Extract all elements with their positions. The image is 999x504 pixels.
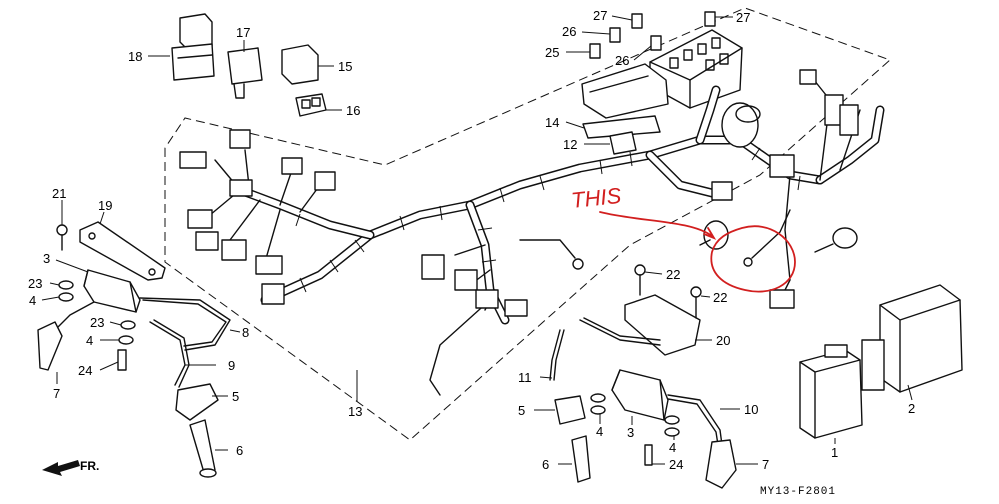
callout-26-top: 26 [562,24,576,39]
coil-bracket-20 [624,294,701,356]
callout-4-right-b: 4 [669,440,676,455]
ignition-coil-left-3 [83,269,141,313]
callout-6-right: 6 [542,457,549,472]
bolt-21 [56,224,68,251]
callout-13: 13 [348,404,362,419]
washers-right [590,393,680,466]
callout-10: 10 [744,402,758,417]
callout-3-left: 3 [43,251,50,266]
control-unit-2 [861,284,963,393]
callout-4-right-a: 4 [596,424,603,439]
relay-18 [171,13,215,81]
diagram-code: MY13-F2801 [760,486,836,498]
callout-23-mid: 23 [90,315,104,330]
plug-cap-left-5 [175,383,219,421]
callout-4-mid: 4 [86,333,93,348]
callout-22-top: 22 [666,267,680,282]
callout-2: 2 [908,401,915,416]
callout-11: 11 [518,370,532,385]
coil-bracket-19 [79,221,166,281]
callout-numbers: 18 17 15 16 27 27 26 26 25 14 12 21 19 3… [28,8,915,472]
harness-sensor-right [814,227,858,253]
ignition-coil-right-3 [611,369,669,421]
callout-5-right: 5 [518,403,525,418]
harness-connectors-right [711,69,859,309]
high-tension-cord-right-10 [667,394,723,446]
fuse-cover-14 [582,115,661,139]
callout-7-left: 7 [53,386,60,401]
callout-6-left: 6 [236,443,243,458]
callout-14: 14 [545,115,559,130]
fuse-box-tray [581,63,669,119]
annotation-this: THIS [570,183,796,293]
harness-ring-terminal [743,209,791,267]
bolts-22 [634,264,702,319]
callout-7-right: 7 [762,457,769,472]
callout-3-right: 3 [627,425,634,440]
relay-17 [227,47,263,99]
callout-17: 17 [236,25,250,40]
callout-9: 9 [228,358,235,373]
fuse-26a [609,27,621,43]
spark-plug-wire-right [705,439,737,489]
plug-cap-left-6 [189,419,217,478]
callout-21: 21 [52,186,66,201]
callout-25: 25 [545,45,559,60]
callout-27-right: 27 [736,10,750,25]
fuse-27a [631,13,643,29]
coil-wire-right [579,317,661,346]
callout-1: 1 [831,445,838,460]
front-direction-label: FR. [80,459,99,473]
fuse-26b [650,35,662,51]
control-unit-1 [799,344,863,439]
relay-15 [281,44,319,85]
harness-sensor-left [699,220,729,250]
spark-plug-wire-left [37,301,95,371]
callout-26-mid: 26 [615,53,629,68]
harness-connectors-left [179,129,336,305]
fuse-27b [704,11,716,27]
high-tension-cord-11 [549,329,565,381]
callout-19: 19 [98,198,112,213]
callout-22-right: 22 [713,290,727,305]
callout-5-left: 5 [232,389,239,404]
high-tension-cord-left-9 [149,319,190,388]
relay-16 [295,93,327,117]
plug-cap-right-6 [571,435,591,483]
regulator-coil [721,102,761,148]
callout-15: 15 [338,59,352,74]
fuse-25 [589,43,601,59]
callout-4-left: 4 [29,293,36,308]
annotation-text: THIS [570,183,623,213]
connector-12 [609,131,637,155]
callout-24-left: 24 [78,363,92,378]
callout-12: 12 [563,137,577,152]
front-arrow-icon [42,460,80,476]
callout-16: 16 [346,103,360,118]
callout-20: 20 [716,333,730,348]
coil-wire-left-8 [139,297,231,351]
callout-23-left: 23 [28,276,42,291]
callout-27-left: 27 [593,8,607,23]
plug-cap-right-5 [554,395,586,425]
callout-8: 8 [242,325,249,340]
leader-lines [41,15,913,465]
callout-18: 18 [128,49,142,64]
callout-24-right: 24 [669,457,683,472]
washers-left [58,280,136,371]
harness-connectors-center [421,254,584,317]
